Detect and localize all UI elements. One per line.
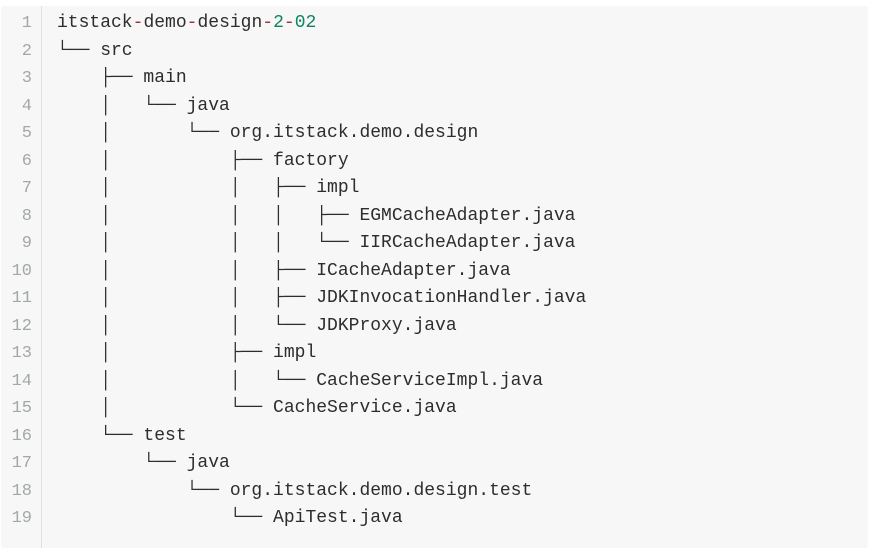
- code-text: │ │ ├── ICacheAdapter.java: [41, 258, 868, 286]
- line-number: 18: [11, 481, 32, 501]
- code-token: │ │ │ ├── EGMCacheAdapter.java: [57, 205, 576, 226]
- code-line: 12 │ │ └── JDKProxy.java: [1, 313, 868, 341]
- code-token: └── org.itstack.demo.design.test: [57, 480, 533, 501]
- code-line: 9 │ │ │ └── IIRCacheAdapter.java: [1, 230, 868, 258]
- line-number: 7: [21, 179, 32, 198]
- code-line: 4 │ └── java: [1, 93, 868, 121]
- code-line: 2 └── src: [1, 38, 868, 66]
- code-text: └── org.itstack.demo.design.test: [41, 478, 868, 506]
- code-token: │ │ └── CacheServiceImpl.java: [57, 370, 544, 391]
- code-text: └── src: [41, 38, 868, 66]
- code-line: 17 └── java: [1, 450, 868, 478]
- line-number: 12: [11, 316, 32, 336]
- code-text: ├── main: [41, 65, 868, 93]
- code-token: └── test: [57, 425, 187, 446]
- code-token: │ │ ├── impl: [57, 178, 360, 198]
- line-number: 6: [21, 151, 32, 171]
- code-text: │ │ ├── impl: [41, 175, 868, 203]
- code-token: └── java: [57, 453, 230, 473]
- code-text: │ │ │ └── IIRCacheAdapter.java: [41, 230, 868, 258]
- code-text: │ │ │ ├── EGMCacheAdapter.java: [41, 203, 868, 231]
- code-text: │ ├── impl: [41, 340, 868, 368]
- code-token: ├── main: [57, 68, 187, 88]
- line-number: 3: [21, 69, 32, 88]
- code-line: 11 │ │ ├── JDKInvocationHandler.java: [1, 285, 868, 313]
- code-token: │ │ ├── JDKInvocationHandler.java: [57, 288, 587, 308]
- code-text: └── test: [41, 423, 868, 451]
- line-number: 8: [21, 206, 32, 226]
- code-line: 15 │ └── CacheService.java: [1, 395, 868, 423]
- code-token: │ │ ├── ICacheAdapter.java: [57, 260, 511, 281]
- code-token: -: [262, 13, 274, 33]
- line-number: 17: [11, 454, 32, 473]
- code-token: 2: [273, 13, 284, 33]
- code-line: 7 │ │ ├── impl: [1, 175, 868, 203]
- line-number: 15: [11, 399, 32, 418]
- code-text: └── ApiTest.java: [41, 505, 868, 533]
- code-token: 02: [294, 13, 317, 33]
- code-text: │ │ └── JDKProxy.java: [41, 313, 868, 341]
- code-token: demo: [143, 13, 187, 33]
- code-text: │ ├── factory: [41, 148, 868, 176]
- line-number: 5: [21, 124, 32, 143]
- code-token: │ ├── factory: [57, 150, 349, 171]
- code-line: 10 │ │ ├── ICacheAdapter.java: [1, 258, 868, 286]
- code-token: │ ├── impl: [57, 343, 317, 363]
- code-token: -: [186, 13, 198, 33]
- code-text: │ └── java: [41, 93, 868, 121]
- code-line: 3 ├── main: [1, 65, 868, 93]
- code-text: │ │ ├── JDKInvocationHandler.java: [41, 285, 868, 313]
- code-token: │ │ └── JDKProxy.java: [57, 315, 457, 336]
- code-line: 8 │ │ │ ├── EGMCacheAdapter.java: [1, 203, 868, 231]
- line-number: 16: [11, 426, 32, 446]
- code-token: │ └── org.itstack.demo.design: [57, 123, 479, 143]
- code-text: │ └── org.itstack.demo.design: [41, 120, 868, 148]
- code-line: 13 │ ├── impl: [1, 340, 868, 368]
- line-number: 10: [11, 261, 32, 281]
- code-text: │ │ └── CacheServiceImpl.java: [41, 368, 868, 396]
- code-token: -: [132, 13, 144, 33]
- code-token: │ └── CacheService.java: [57, 398, 457, 418]
- line-number: 1: [21, 14, 32, 33]
- code-token: └── ApiTest.java: [57, 508, 403, 528]
- code-line: 19 └── ApiTest.java: [1, 505, 868, 533]
- line-number: 14: [11, 371, 32, 391]
- line-number: 13: [11, 344, 32, 363]
- line-number: 11: [11, 289, 32, 308]
- line-number: 19: [11, 509, 32, 528]
- code-line: 14 │ │ └── CacheServiceImpl.java: [1, 368, 868, 396]
- line-number: 9: [21, 234, 32, 253]
- code-line: 16 └── test: [1, 423, 868, 451]
- code-token: │ │ │ └── IIRCacheAdapter.java: [57, 233, 576, 253]
- gutter-separator: [41, 6, 42, 548]
- code-token: itstack: [57, 13, 133, 33]
- code-text: itstack-demo-design-2-02: [41, 10, 868, 38]
- line-number: 2: [21, 41, 32, 61]
- code-text: │ └── CacheService.java: [41, 395, 868, 423]
- code-token: │ └── java: [57, 95, 230, 116]
- code-line: 18 └── org.itstack.demo.design.test: [1, 478, 868, 506]
- code-token: design: [197, 13, 263, 33]
- code-token: └── src: [57, 40, 133, 61]
- code-line: 6 │ ├── factory: [1, 148, 868, 176]
- code-token: -: [283, 13, 295, 33]
- code-text: └── java: [41, 450, 868, 478]
- line-number: 4: [21, 96, 32, 116]
- code-line: 5 │ └── org.itstack.demo.design: [1, 120, 868, 148]
